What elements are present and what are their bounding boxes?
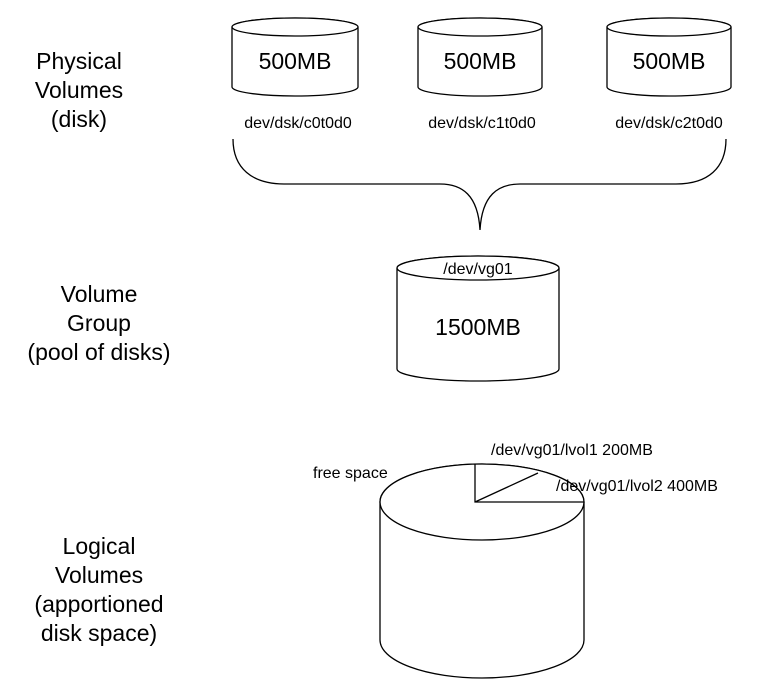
disk-device: dev/dsk/c1t0d0 <box>428 115 536 132</box>
logical-label-line-4: disk space) <box>41 620 157 646</box>
logical-volumes-cylinder: free space /dev/vg01/lvol1 200MB /dev/vg… <box>313 442 718 679</box>
logical-volumes-label: Logical Volumes (apportioned disk space) <box>34 533 163 646</box>
disk-device: dev/dsk/c2t0d0 <box>615 115 723 132</box>
physical-disk-3: 500MB dev/dsk/c2t0d0 <box>606 17 732 132</box>
lvol1-label: /dev/vg01/lvol1 200MB <box>491 442 653 459</box>
lvol-partition-lines <box>474 464 584 503</box>
logical-label-line-2: Volumes <box>55 562 143 588</box>
group-label-line-1: Volume <box>61 281 138 307</box>
volume-group-label: Volume Group (pool of disks) <box>27 281 170 365</box>
physical-label-line-2: Volumes <box>35 77 123 103</box>
physical-disk-2: 500MB dev/dsk/c1t0d0 <box>417 17 543 132</box>
physical-label-line-1: Physical <box>36 48 122 74</box>
physical-volumes-label: Physical Volumes (disk) <box>35 48 123 132</box>
logical-label-line-1: Logical <box>63 533 136 559</box>
physical-label-line-3: (disk) <box>51 106 107 132</box>
volume-group-size: 1500MB <box>435 314 521 340</box>
disk-top <box>417 17 543 37</box>
volume-group-name: /dev/vg01 <box>443 261 512 278</box>
free-space-label: free space <box>313 465 388 482</box>
disk-top <box>231 17 359 37</box>
group-label-line-3: (pool of disks) <box>27 339 170 365</box>
disk-size: 500MB <box>259 48 332 74</box>
disk-size: 500MB <box>444 48 517 74</box>
disk-size: 500MB <box>633 48 706 74</box>
disk-device: dev/dsk/c0t0d0 <box>244 115 352 132</box>
group-label-line-2: Group <box>67 310 131 336</box>
grouping-brace <box>232 138 727 231</box>
disk-top <box>606 17 732 37</box>
physical-disk-1: 500MB dev/dsk/c0t0d0 <box>231 17 359 132</box>
volume-group-cylinder: /dev/vg01 1500MB <box>396 255 560 382</box>
volume-group-top <box>396 255 560 281</box>
lvol2-label: /dev/vg01/lvol2 400MB <box>556 478 718 495</box>
logical-label-line-3: (apportioned <box>34 591 163 617</box>
